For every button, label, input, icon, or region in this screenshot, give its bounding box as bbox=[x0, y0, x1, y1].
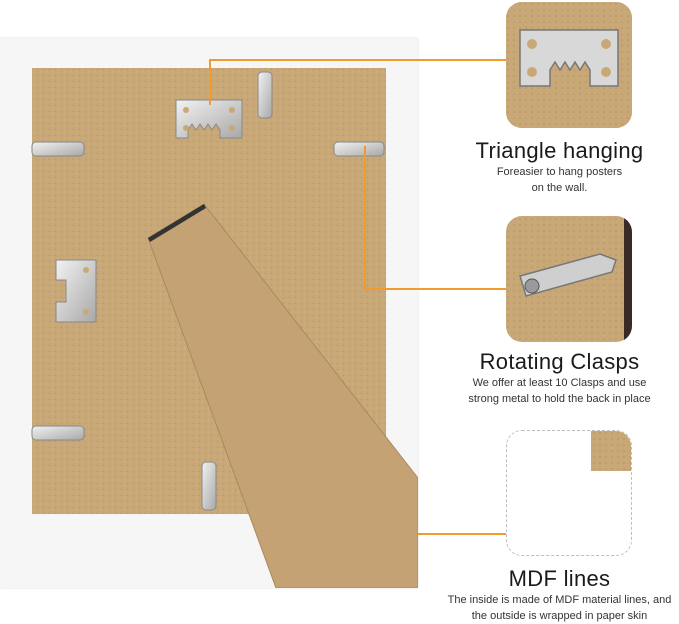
callout-desc-line: strong metal to hold the back in place bbox=[468, 393, 651, 405]
callout-title: MDF lines bbox=[508, 566, 611, 591]
leader-line-2-drop bbox=[364, 146, 366, 290]
callout-desc-line: the outside is wrapped in paper skin bbox=[471, 610, 648, 622]
callout-rotating-clasps: Rotating Clasps We offer at least 10 Cla… bbox=[440, 349, 679, 407]
callout-desc-line: The inside is made of MDF material lines… bbox=[447, 594, 672, 606]
sawtooth-hanger-left bbox=[55, 259, 97, 323]
thumbnail-mdf-lines bbox=[506, 430, 632, 556]
thumbnail-rotating-clasp bbox=[506, 216, 632, 342]
rotating-clasp-icon bbox=[31, 71, 385, 511]
frame-back-view bbox=[0, 38, 418, 588]
callout-title: Rotating Clasps bbox=[479, 349, 640, 374]
callout-desc-line: Foreasier to hang posters bbox=[496, 166, 623, 178]
easel-stand-icon bbox=[147, 203, 418, 588]
sawtooth-hanger-icon bbox=[175, 99, 243, 139]
callout-triangle-hanging: Triangle hanging Foreasier to hang poste… bbox=[440, 138, 679, 196]
callout-desc-line: on the wall. bbox=[531, 182, 588, 194]
leader-line-1-drop bbox=[209, 59, 211, 105]
leader-line-1 bbox=[209, 59, 506, 61]
thumbnail-sawtooth-hanger bbox=[506, 2, 632, 128]
leader-line-2 bbox=[364, 288, 506, 290]
callout-desc-line: We offer at least 10 Clasps and use bbox=[472, 377, 647, 389]
frame-illustration bbox=[31, 68, 418, 588]
leader-line-3 bbox=[418, 533, 506, 535]
callout-title: Triangle hanging bbox=[475, 138, 644, 163]
callout-mdf-lines: MDF lines The inside is made of MDF mate… bbox=[440, 566, 679, 624]
